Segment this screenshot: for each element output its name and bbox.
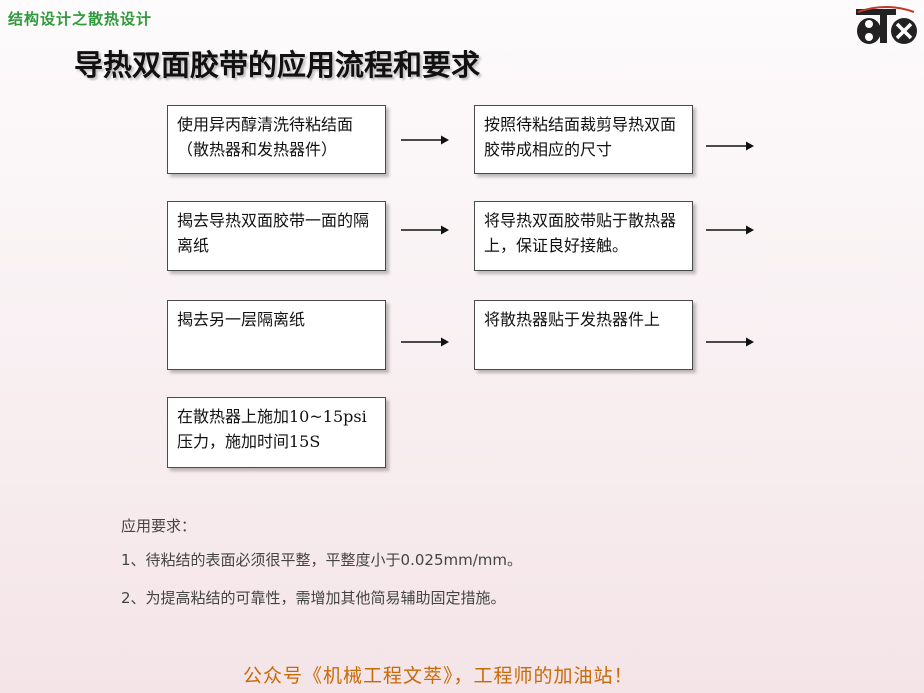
requirement-item-2: 2、为提高粘结的可靠性，需增加其他简易辅助固定措施。 xyxy=(121,589,506,607)
right-arrow-icon xyxy=(706,225,754,235)
slide-title: 导热双面胶带的应用流程和要求 xyxy=(74,48,481,82)
btx-logo-icon xyxy=(856,6,917,44)
requirements-heading: 应用要求： xyxy=(121,517,197,535)
right-arrow-icon xyxy=(706,141,754,151)
right-arrow-icon xyxy=(401,337,449,347)
footer-slogan: 公众号《机械工程文萃》，工程师的加油站！ xyxy=(243,665,634,687)
step-box-6: 将散热器贴于发热器件上 xyxy=(474,300,693,370)
step-box-7: 在散热器上施加10~15psi压力，施加时间15S xyxy=(167,397,386,468)
right-arrow-icon xyxy=(401,225,449,235)
step-box-4: 将导热双面胶带贴于散热器上，保证良好接触。 xyxy=(474,201,693,271)
requirement-item-1: 1、待粘结的表面必须很平整，平整度小于0.025mm/mm。 xyxy=(121,551,522,569)
right-arrow-icon xyxy=(706,337,754,347)
step-box-2: 按照待粘结面裁剪导热双面胶带成相应的尺寸 xyxy=(474,105,693,174)
step-box-3: 揭去导热双面胶带一面的隔离纸 xyxy=(167,201,386,271)
header-tag: 结构设计之散热设计 xyxy=(8,10,153,28)
right-arrow-icon xyxy=(401,135,449,145)
step-box-1: 使用异丙醇清洗待粘结面（散热器和发热器件） xyxy=(167,105,386,174)
step-box-5: 揭去另一层隔离纸 xyxy=(167,300,386,370)
